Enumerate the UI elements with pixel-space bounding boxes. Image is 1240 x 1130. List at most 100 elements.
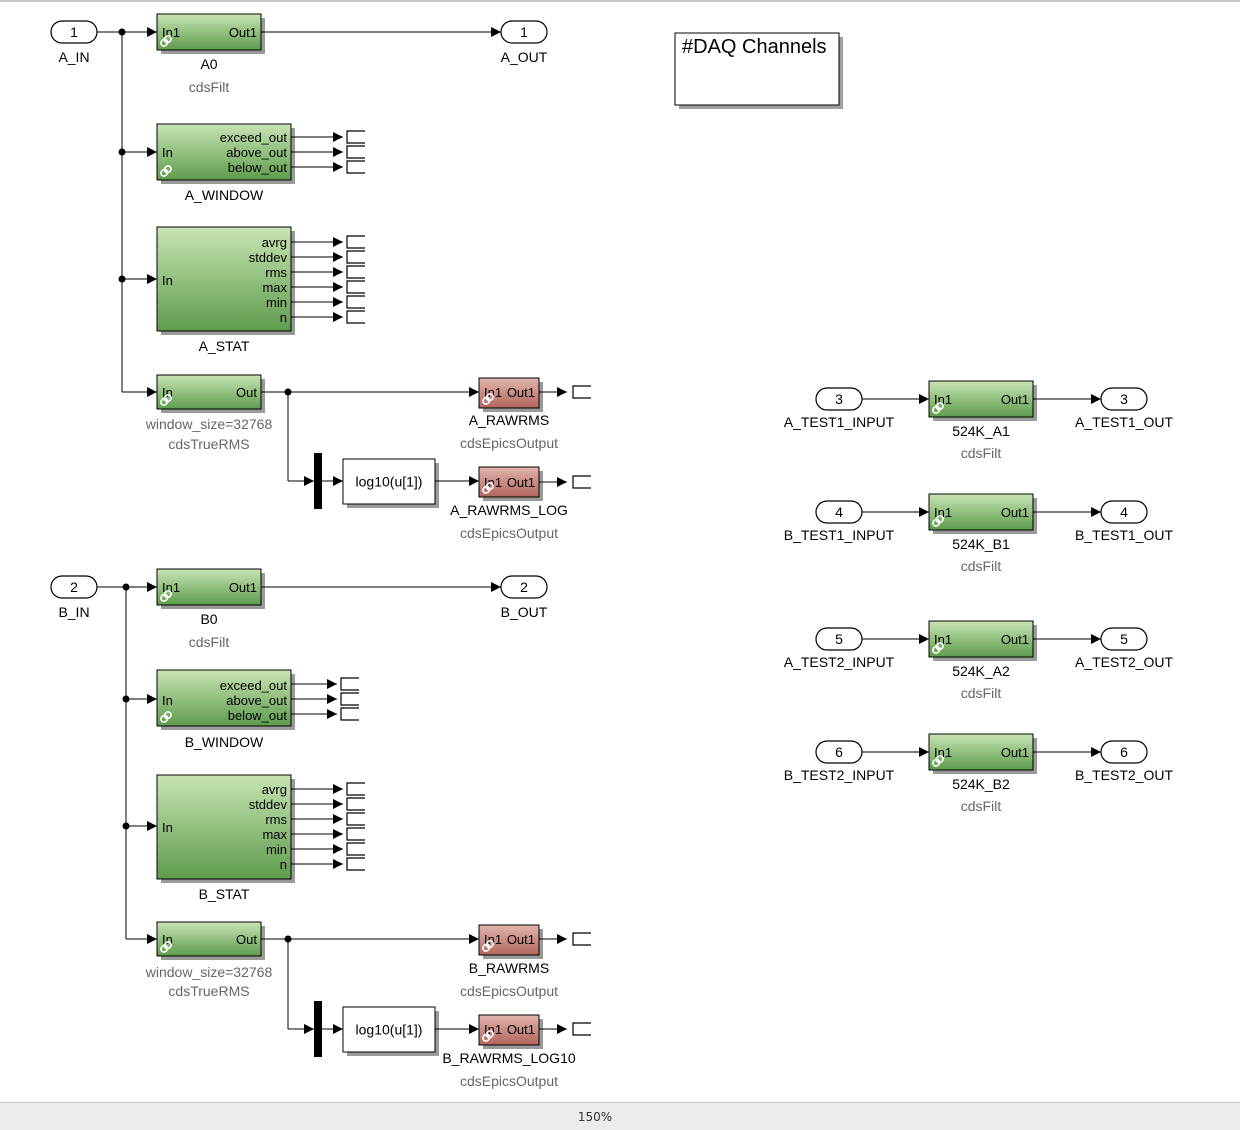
- arrowhead: [333, 784, 343, 794]
- arrowhead: [333, 814, 343, 824]
- zoom-level: 150%: [577, 1110, 613, 1124]
- arrowhead: [333, 132, 343, 142]
- port-number: 6: [835, 744, 843, 760]
- port-name: B_IN: [58, 604, 89, 620]
- terminator: [346, 145, 365, 159]
- arrowhead: [333, 267, 343, 277]
- p-at2-out-port[interactable]: 5A_TEST2_OUT: [1075, 627, 1173, 670]
- p-at1-out-port[interactable]: 3A_TEST1_OUT: [1075, 387, 1173, 430]
- port-name: A_TEST2_OUT: [1075, 654, 1173, 670]
- mux-block[interactable]: [314, 1001, 322, 1057]
- p-bt1-in-port[interactable]: 4B_TEST1_INPUT: [784, 500, 895, 543]
- block-library: cdsFilt: [961, 445, 1002, 461]
- output-port-label: exceed_out: [220, 678, 288, 693]
- output-port-label: above_out: [226, 693, 287, 708]
- block-a-log[interactable]: log10(u[1]): [342, 458, 439, 508]
- terminator: [346, 265, 365, 279]
- output-port-label: exceed_out: [220, 130, 288, 145]
- arrowhead: [1091, 394, 1101, 404]
- arrowhead: [469, 934, 479, 944]
- p-at2-in-port[interactable]: 5A_TEST2_INPUT: [784, 627, 895, 670]
- block-b-log[interactable]: log10(u[1]): [342, 1006, 439, 1056]
- block-body[interactable]: [156, 226, 292, 332]
- link-ring: [160, 944, 169, 953]
- block-body[interactable]: [156, 374, 262, 410]
- annotation-daq-channels[interactable]: #DAQ Channels: [674, 32, 843, 109]
- terminator: [346, 295, 365, 309]
- library-link-icon: [160, 941, 172, 953]
- arrowhead: [147, 582, 157, 592]
- port-name: B_TEST1_INPUT: [784, 527, 895, 543]
- p-bt1-out-port[interactable]: 4B_TEST1_OUT: [1075, 500, 1173, 543]
- p-bt2-out-port[interactable]: 6B_TEST2_OUT: [1075, 740, 1173, 783]
- link-ring: [163, 711, 172, 720]
- block-body[interactable]: [928, 380, 1034, 418]
- link-ring: [160, 714, 169, 723]
- mux-block[interactable]: [314, 453, 322, 509]
- link-ring: [935, 642, 944, 651]
- block-body[interactable]: [928, 620, 1034, 658]
- arrowhead: [1091, 634, 1101, 644]
- block-body[interactable]: [156, 669, 292, 727]
- library-link-icon: [160, 165, 172, 177]
- b-out-port[interactable]: 2B_OUT: [500, 575, 548, 620]
- a-out-port[interactable]: 1A_OUT: [500, 20, 548, 65]
- output-port-label: Out: [236, 385, 257, 400]
- block-body[interactable]: [156, 774, 292, 880]
- library-link-icon: [160, 590, 172, 602]
- terminator: [346, 827, 365, 841]
- annotation-box[interactable]: [674, 32, 840, 106]
- terminator: [346, 160, 365, 174]
- a-in-port[interactable]: 1A_IN: [50, 20, 98, 65]
- arrowhead: [147, 27, 157, 37]
- terminator: [346, 782, 365, 796]
- p-bt2-in-port[interactable]: 6B_TEST2_INPUT: [784, 740, 895, 783]
- output-port-label: Out1: [507, 385, 535, 400]
- block-name: B_RAWRMS_LOG10: [442, 1050, 576, 1066]
- b-in-port[interactable]: 2B_IN: [50, 575, 98, 620]
- output-port-label: Out1: [1001, 632, 1029, 647]
- block-library: cdsEpicsOutput: [460, 1073, 558, 1089]
- terminator: [346, 235, 365, 249]
- block-name: A_RAWRMS: [469, 412, 549, 428]
- block-library: cdsFilt: [961, 798, 1002, 814]
- terminator: [572, 932, 591, 946]
- library-link-icon: [482, 1030, 494, 1042]
- port-number: 3: [1120, 391, 1128, 407]
- link-ring: [935, 755, 944, 764]
- output-port-label: max: [262, 827, 287, 842]
- output-port-label: Out1: [507, 932, 535, 947]
- block-name: 524K_B1: [952, 536, 1010, 552]
- link-ring: [163, 35, 172, 44]
- port-name: A_IN: [58, 49, 89, 65]
- block-body[interactable]: [928, 733, 1034, 771]
- arrowhead: [327, 694, 337, 704]
- arrowhead: [147, 934, 157, 944]
- p-at1-in-port[interactable]: 3A_TEST1_INPUT: [784, 387, 895, 430]
- block-library: cdsFilt: [189, 79, 230, 95]
- library-link-icon: [160, 35, 172, 47]
- block-body[interactable]: [342, 458, 436, 505]
- arrowhead: [469, 387, 479, 397]
- block-body[interactable]: [156, 568, 262, 606]
- output-port-label: Out1: [507, 1022, 535, 1037]
- terminator: [346, 857, 365, 871]
